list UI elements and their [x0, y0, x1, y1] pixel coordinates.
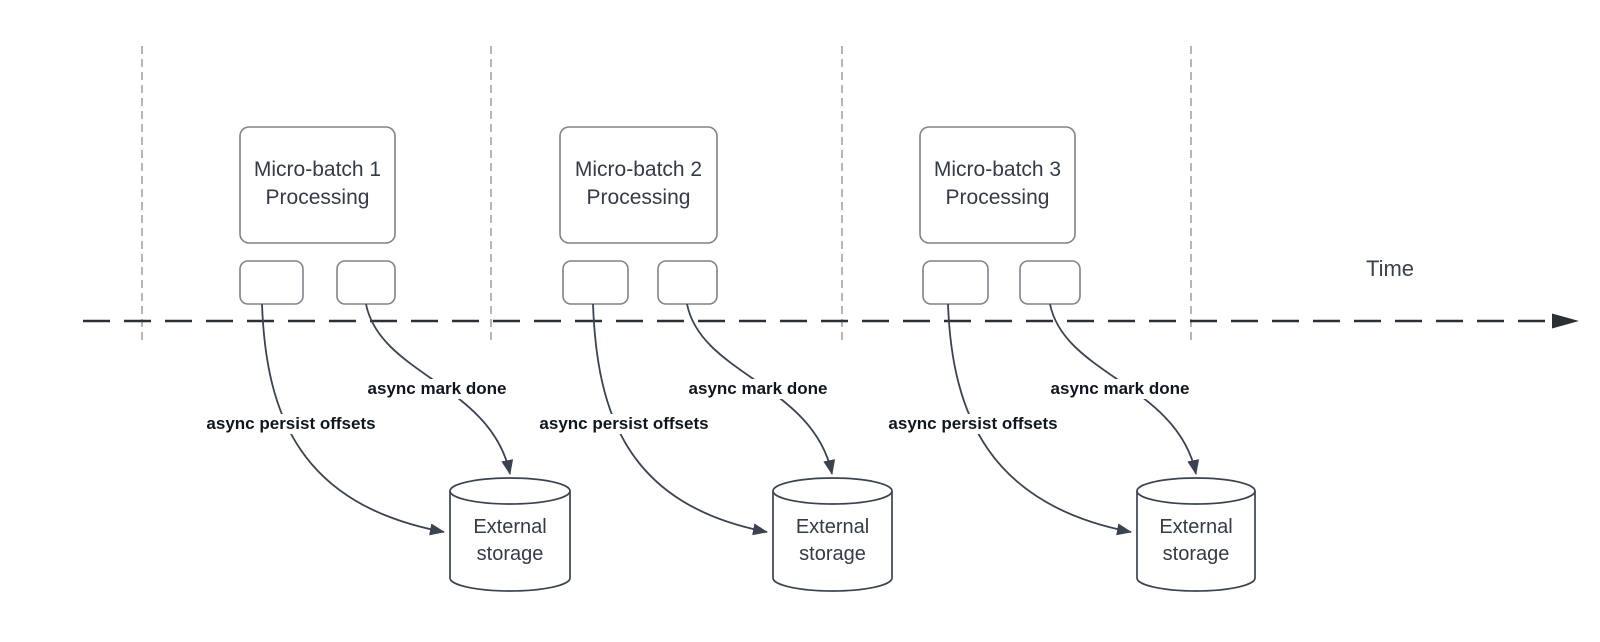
micro-batch-group-3	[919, 126, 1256, 592]
micro-batch-1-title: Micro-batch 1 Processing	[254, 156, 381, 212]
cylinder-body	[1136, 491, 1256, 592]
external-storage-cylinder-3	[1136, 477, 1256, 592]
cylinder-top	[772, 477, 893, 505]
micro-batch-3-title: Micro-batch 3 Processing	[934, 156, 1061, 212]
external-storage-cylinder-1	[449, 477, 571, 592]
async-persist-offsets-arrow-3	[947, 303, 1132, 536]
micro-batch-3-title-line2: Processing	[945, 186, 1050, 209]
storage-1-line1: External	[473, 516, 547, 538]
cylinder-body	[772, 491, 893, 592]
external-storage-label-2: External storage	[796, 514, 869, 568]
micro-batch-1-title-line2: Processing	[265, 186, 370, 209]
cylinder-top	[449, 477, 571, 505]
micro-batch-group-2	[559, 126, 893, 592]
micro-batch-2-processing-box	[559, 126, 718, 244]
async-persist-offsets-label-1: async persist offsets	[203, 414, 379, 434]
micro-batch-1-offset-task-box	[239, 260, 304, 305]
cylinder-top	[1136, 477, 1256, 505]
micro-batch-1-title-line1: Micro-batch 1	[253, 158, 382, 181]
storage-2-line1: External	[795, 516, 870, 538]
micro-batch-2-title: Micro-batch 2 Processing	[575, 156, 702, 212]
storage-2-line2: storage	[799, 543, 866, 565]
micro-batch-3-offset-task-box	[922, 260, 989, 305]
time-label: Time	[1365, 256, 1415, 281]
external-storage-cylinder-2	[772, 477, 893, 592]
micro-batch-2-title-line1: Micro-batch 2	[574, 158, 703, 181]
micro-batch-2-title-line2: Processing	[586, 186, 691, 209]
storage-3-line1: External	[1159, 516, 1233, 538]
async-persist-offsets-label-3: async persist offsets	[885, 414, 1061, 434]
micro-batch-1-done-task-box	[336, 260, 396, 305]
micro-batch-1-processing-box	[239, 126, 396, 244]
time-axis-arrowhead	[1552, 313, 1579, 329]
async-mark-done-label-3: async mark done	[1047, 379, 1193, 399]
storage-1-line2: storage	[476, 543, 544, 565]
async-mark-done-label-1: async mark done	[364, 379, 510, 399]
async-persist-offsets-arrow-2	[592, 303, 768, 536]
micro-batch-3-processing-box	[919, 126, 1076, 244]
async-persist-offsets-arrow-1	[261, 303, 445, 536]
micro-batch-3-title-line1: Micro-batch 3	[933, 158, 1062, 181]
micro-batch-3-done-task-box	[1019, 260, 1081, 305]
storage-3-line2: storage	[1162, 543, 1230, 565]
async-mark-done-label-2: async mark done	[685, 379, 831, 399]
cylinder-body	[449, 491, 571, 592]
micro-batch-2-offset-task-box	[562, 260, 629, 305]
external-storage-label-3: External storage	[1159, 514, 1232, 568]
micro-batch-2-done-task-box	[657, 260, 718, 305]
micro-batch-group-1	[239, 126, 571, 592]
external-storage-label-1: External storage	[473, 514, 546, 568]
async-persist-offsets-label-2: async persist offsets	[536, 414, 712, 434]
